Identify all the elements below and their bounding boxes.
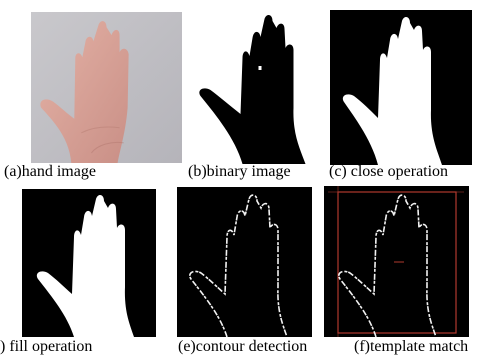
binary-hand [190,10,321,164]
filled-hand [22,189,156,337]
panel-template-match [324,186,469,337]
panel-binary-image [190,10,321,164]
caption-close-operation: (c) close operation [329,163,448,181]
panel-contour-detection [177,187,312,337]
panel-fill-operation [22,189,156,337]
caption-hand-image: (a)hand image [4,163,96,181]
closed-hand [330,10,472,165]
template-matched-hand [324,186,469,337]
caption-contour-detection: (e)contour detection [178,338,307,356]
caption-fill-operation: ) fill operation [0,338,92,356]
caption-template-match: (f)template match [354,338,468,356]
contour-hand [177,187,312,337]
panel-close-operation [330,10,472,165]
hand-photo [31,12,182,163]
panel-hand-image [31,12,182,163]
caption-binary-image: (b)binary image [188,163,291,181]
